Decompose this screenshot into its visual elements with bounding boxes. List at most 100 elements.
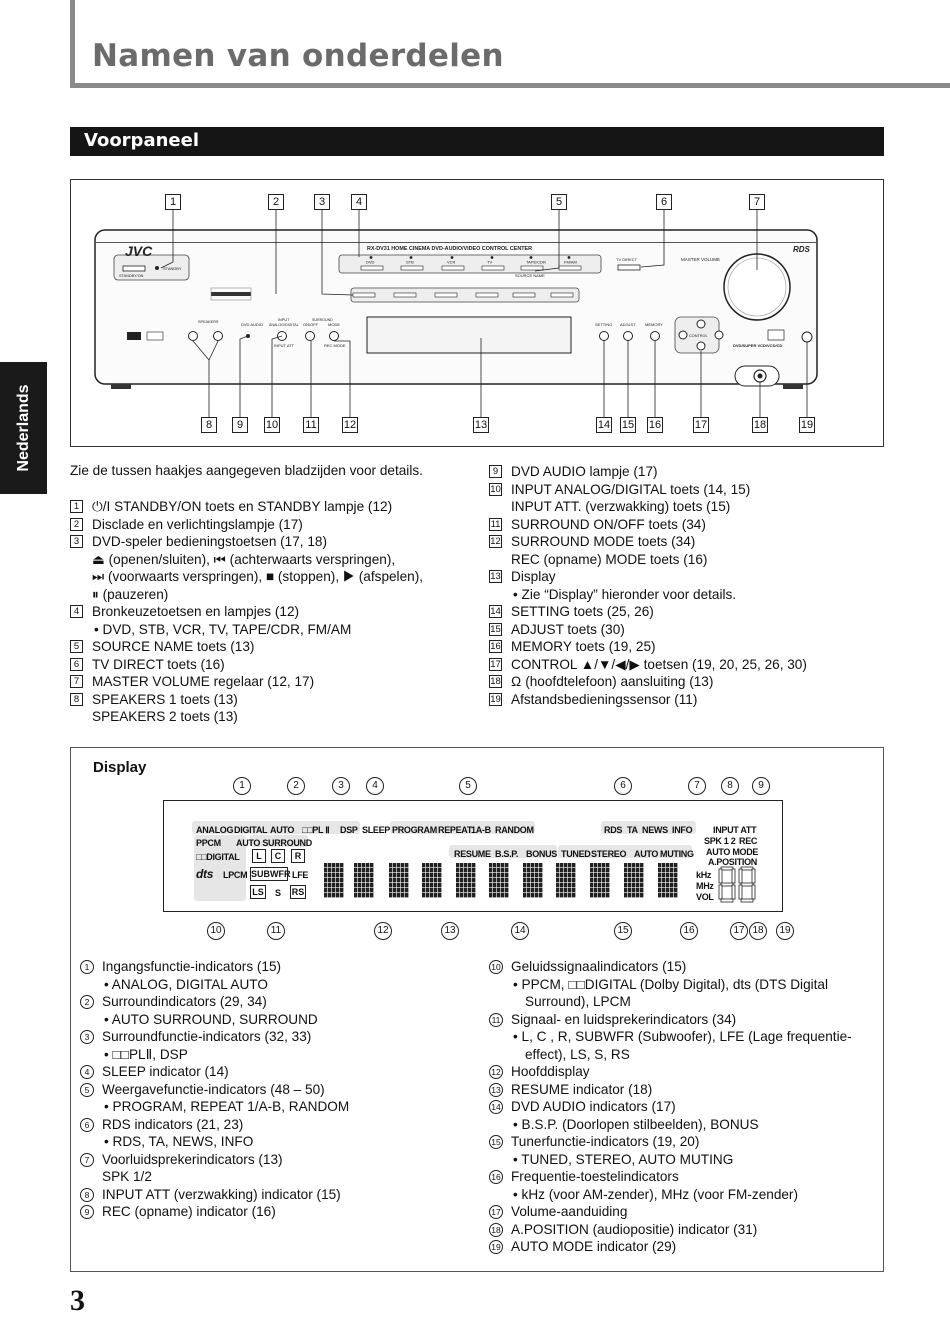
item-text: Weergavefunctie-indicators (48 – 50) bbox=[102, 1081, 325, 1097]
ind-khz: kHz bbox=[696, 870, 712, 880]
source-button-fmam[interactable] bbox=[558, 265, 582, 271]
ind-ls: LS bbox=[250, 885, 266, 899]
item-number: 3 bbox=[70, 535, 83, 548]
ind-rds: RDS bbox=[604, 825, 623, 835]
item-number: 17 bbox=[489, 657, 502, 671]
panel-adjust: ADJUST bbox=[620, 322, 636, 327]
item-text: • ANALOG, DIGITAL AUTO bbox=[104, 976, 268, 992]
display-callout-17: 17 bbox=[730, 922, 748, 940]
source-button-vcr[interactable] bbox=[441, 265, 465, 271]
panel-callout-13: 13 bbox=[473, 417, 489, 433]
ind-lfe: LFE bbox=[292, 870, 309, 880]
ind-info: INFO bbox=[672, 825, 693, 835]
display-callout-4: 4 bbox=[366, 777, 384, 795]
ind-dsp: DSP bbox=[340, 825, 358, 835]
item-text: Volume-aanduiding bbox=[511, 1204, 628, 1219]
panel-callout-3: 3 bbox=[314, 194, 330, 210]
panel-control: CONTROL bbox=[689, 334, 708, 338]
dvd-control-button[interactable] bbox=[352, 292, 376, 298]
display-callout-15: 15 bbox=[614, 922, 632, 940]
dvd-control-button[interactable] bbox=[393, 292, 417, 298]
item-text: • AUTO SURROUND, SURROUND bbox=[104, 1011, 318, 1027]
display-callout-10: 10 bbox=[207, 922, 225, 940]
source-button-dvd[interactable] bbox=[360, 265, 384, 271]
display-callout-11: 11 bbox=[267, 922, 285, 940]
item-number: 10 bbox=[489, 482, 502, 496]
item-text: ⏏ (openen/sluiten), ⏮ (achterwaarts vers… bbox=[92, 551, 396, 567]
item-text: Signaal- en luidsprekerindicators (34) bbox=[511, 1011, 737, 1027]
display-section bbox=[70, 747, 884, 1272]
ind-pl2: □□PL Ⅱ bbox=[302, 825, 330, 835]
source-lamp bbox=[529, 256, 533, 259]
source-label: VCR bbox=[447, 260, 456, 265]
display-callout-14: 14 bbox=[511, 922, 529, 940]
source-lamp bbox=[567, 256, 571, 259]
item-number: 18 bbox=[489, 675, 502, 688]
parts-list-left: 1⏻/I STANDBY/ON toets en STANDBY lampje … bbox=[70, 498, 423, 726]
display-title: Display bbox=[93, 759, 147, 776]
display-callout-19: 19 bbox=[776, 922, 794, 940]
dvd-control-button[interactable] bbox=[434, 292, 458, 298]
source-lamp bbox=[490, 256, 494, 259]
ind-muting: MUTING bbox=[660, 849, 694, 859]
source-button-stb[interactable] bbox=[400, 265, 424, 271]
source-lamp bbox=[450, 256, 454, 259]
panel-on-off: ON/OFF bbox=[303, 322, 319, 327]
item-text: SURROUND ON/OFF toets (34) bbox=[511, 516, 706, 532]
ind-random: RANDOM bbox=[495, 825, 534, 835]
ind-repeat: REPEAT bbox=[438, 825, 473, 835]
panel-surround: SURROUND bbox=[312, 318, 333, 322]
source-label: TAPE/CDR bbox=[526, 260, 546, 265]
display-callout-18: 18 bbox=[749, 922, 767, 940]
panel-callout-2: 2 bbox=[268, 194, 284, 210]
source-label: FM/AM bbox=[564, 260, 577, 265]
panel-tv-direct: TV DIRECT bbox=[616, 257, 638, 262]
item-number: 19 bbox=[489, 1240, 503, 1254]
item-number: 12 bbox=[489, 535, 502, 548]
source-label: TV bbox=[487, 260, 492, 265]
display-callout-9: 9 bbox=[752, 777, 770, 795]
panel-setting: SETTING bbox=[595, 322, 612, 327]
panel-input: INPUT bbox=[278, 318, 290, 322]
source-lamp bbox=[409, 256, 413, 259]
item-number: 9 bbox=[489, 465, 502, 478]
panel-callout-18: 18 bbox=[752, 417, 768, 433]
front-panel-figure: JVC RX-DV31 HOME CINEMA DVD-AUDIO/VIDEO … bbox=[70, 179, 884, 447]
item-number: 10 bbox=[489, 960, 503, 974]
panel-master-volume: MASTER VOLUME bbox=[681, 257, 720, 262]
panel-dvd-audio: DVD AUDIO bbox=[241, 322, 263, 327]
ind-ppcm: PPCM bbox=[196, 838, 221, 848]
panel-callout-6: 6 bbox=[656, 194, 672, 210]
item-text: Hoofddisplay bbox=[511, 1064, 590, 1079]
item-text: SPEAKERS 1 toets (13) bbox=[92, 691, 238, 707]
item-text: SETTING toets (25, 26) bbox=[511, 604, 654, 619]
display-callout-3: 3 bbox=[332, 777, 350, 795]
panel-callout-11: 11 bbox=[303, 417, 319, 433]
ind-l: L bbox=[252, 849, 266, 863]
source-button-tv[interactable] bbox=[481, 265, 505, 271]
dvd-control-button[interactable] bbox=[512, 292, 536, 298]
intro-text: Zie de tussen haakjes aangegeven bladzij… bbox=[70, 463, 423, 478]
dvd-control-button[interactable] bbox=[475, 292, 499, 298]
dvd-control-button[interactable] bbox=[550, 292, 574, 298]
item-number: 4 bbox=[70, 605, 83, 618]
item-number: 7 bbox=[80, 1152, 94, 1167]
item-number: 6 bbox=[80, 1117, 94, 1132]
source-button-tapecdr[interactable] bbox=[520, 265, 544, 271]
section-title: Voorpaneel bbox=[84, 130, 199, 151]
